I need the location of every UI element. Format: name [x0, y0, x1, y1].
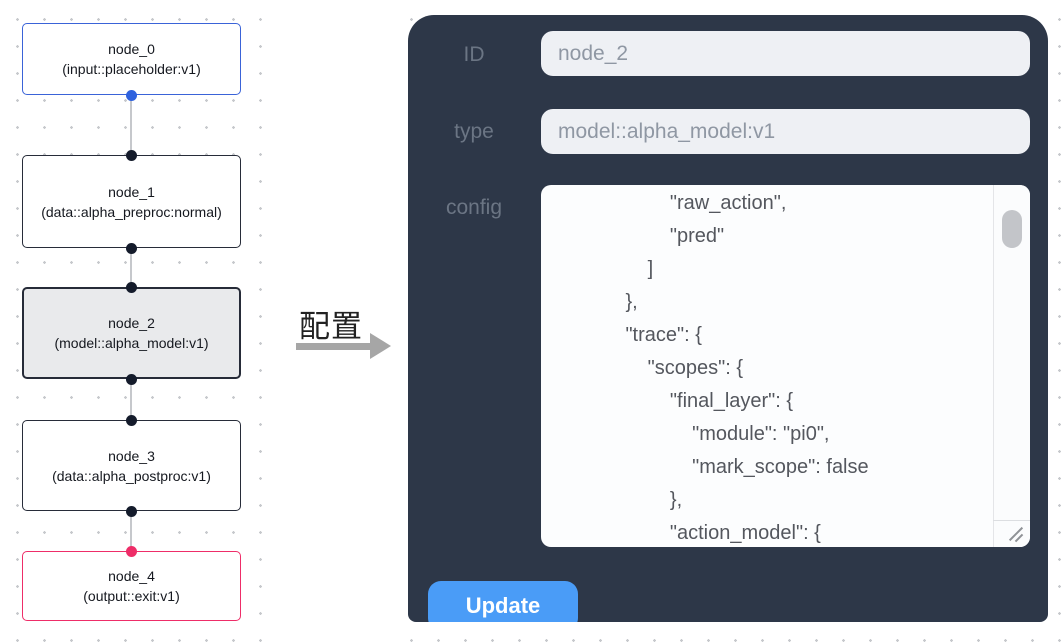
port-node3-input[interactable]	[126, 415, 137, 426]
config-json-text: "raw_action", "pred" ] }, "trace": { "sc…	[625, 192, 869, 544]
annotation-configure-label: 配置	[299, 309, 363, 344]
port-node0-output[interactable]	[126, 90, 137, 101]
node-type: (data::alpha_preproc:normal)	[41, 203, 222, 220]
type-field-label: type	[454, 120, 494, 143]
node-config-panel: ID node_2 type model::alpha_model:v1 con…	[408, 15, 1048, 622]
edge-node0-node1	[130, 95, 132, 155]
id-input[interactable]: node_2	[541, 31, 1030, 76]
port-node3-output[interactable]	[126, 506, 137, 517]
update-button[interactable]: Update	[428, 581, 578, 622]
right-arrow-head-icon	[370, 333, 391, 359]
edge-node1-node2	[130, 248, 132, 287]
node-title: node_4	[108, 568, 155, 584]
node-type: (output::exit:v1)	[83, 588, 180, 604]
node-type: (data::alpha_postproc:v1)	[52, 467, 211, 484]
node-type: (model::alpha_model:v1)	[54, 335, 209, 351]
scrollbar-divider	[993, 520, 1030, 521]
resize-grip-icon[interactable]	[1004, 521, 1028, 545]
type-input[interactable]: model::alpha_model:v1	[541, 109, 1030, 154]
config-scrollbar-thumb[interactable]	[1002, 210, 1022, 248]
config-scrollbar-track[interactable]	[993, 185, 1030, 547]
flow-node-node1[interactable]: node_1 (data::alpha_preproc:normal)	[22, 155, 241, 248]
flow-node-node0[interactable]: node_0 (input::placeholder:v1)	[22, 23, 241, 95]
edge-node3-node4	[130, 511, 132, 551]
right-arrow-icon	[296, 343, 372, 350]
node-title: node_3	[108, 447, 155, 464]
flow-node-node2-selected[interactable]: node_2 (model::alpha_model:v1)	[22, 287, 241, 379]
edge-node2-node3	[130, 379, 132, 420]
node-title: node_0	[108, 41, 155, 57]
id-field-label: ID	[463, 43, 485, 66]
port-node1-output[interactable]	[126, 243, 137, 254]
node-title: node_1	[108, 183, 155, 200]
port-node4-input[interactable]	[126, 546, 137, 557]
config-field-label: config	[445, 196, 503, 219]
port-node1-input[interactable]	[126, 150, 137, 161]
port-node2-input[interactable]	[126, 282, 137, 293]
node-type: (input::placeholder:v1)	[62, 61, 201, 77]
flow-node-node3[interactable]: node_3 (data::alpha_postproc:v1)	[22, 420, 241, 511]
port-node2-output[interactable]	[126, 374, 137, 385]
config-textarea[interactable]: "raw_action", "pred" ] }, "trace": { "sc…	[541, 185, 1030, 547]
flow-node-node4[interactable]: node_4 (output::exit:v1)	[22, 551, 241, 621]
node-title: node_2	[108, 315, 155, 331]
